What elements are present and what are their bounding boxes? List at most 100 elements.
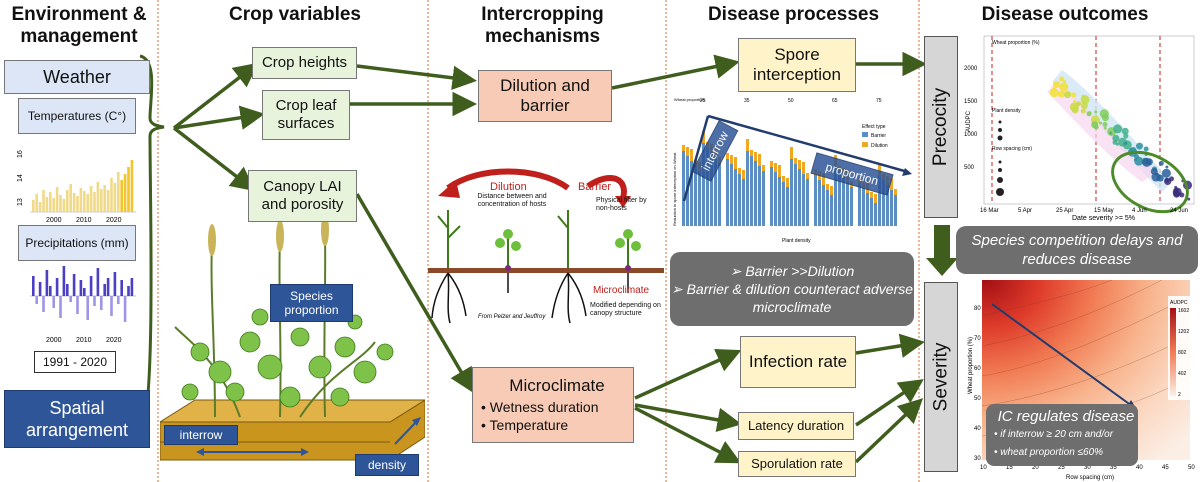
- precip-bar: [96, 268, 100, 296]
- contour-xlabel: Row spacing (cm): [1066, 475, 1114, 481]
- barrier-description: Physical filter by non-hosts: [596, 197, 647, 212]
- header-disease-processes: Disease processes: [707, 4, 880, 25]
- temp-bar: [32, 200, 35, 212]
- arrow-sporulation-severity: [854, 398, 924, 464]
- dilution-small-title: Dilution: [490, 181, 527, 193]
- barrier-bar: [890, 190, 893, 226]
- barrier-bar: [762, 171, 765, 226]
- barrier-bar: [874, 203, 877, 226]
- precip-bar: [127, 286, 130, 296]
- precipitation-title-box: Precipitations (mm): [18, 225, 136, 261]
- temp-bar: [35, 194, 38, 212]
- wheat-ear: [321, 222, 329, 246]
- precip-bar: [69, 296, 72, 302]
- competition-box: Species competition delays and reduces d…: [956, 226, 1198, 274]
- density-box: density: [355, 454, 419, 476]
- scatter-xlabel: Date severity >= 5%: [1072, 215, 1135, 222]
- barrier-bar: [850, 187, 853, 226]
- infection-rate-label: Infection rate: [748, 352, 848, 371]
- temp-bar: [69, 184, 72, 212]
- contour-ytick: 80: [974, 306, 981, 312]
- citation: From Pelzer and Jeuffroy: [478, 314, 546, 320]
- ic-regulates-box: IC regulates disease • if interrow ≥ 20 …: [986, 404, 1138, 466]
- header-disease-outcomes: Disease outcomes: [981, 4, 1149, 25]
- scatter-xtick: 16 Mar: [980, 208, 999, 214]
- scatter-point: [1059, 82, 1069, 92]
- precip-bar: [83, 288, 86, 296]
- arrow-latency-severity: [855, 379, 924, 427]
- temp-bar: [110, 178, 113, 212]
- precocity-label: Precocity: [930, 87, 952, 167]
- precip-bar: [93, 296, 96, 306]
- contour-ytick: 60: [974, 366, 981, 372]
- precipitation-chart: 2000 2010 2020: [30, 266, 136, 344]
- temp-bar: [93, 192, 96, 212]
- barrier-bar: [702, 143, 705, 226]
- crop-leaf-box: Crop leaf surfaces: [262, 90, 350, 140]
- dilution-bar: [806, 173, 809, 179]
- dilution-bar: [790, 147, 793, 159]
- precip-bar: [38, 282, 42, 296]
- temp-xtick: 2000: [46, 217, 62, 224]
- scatter-xtick: 4 Jun: [1132, 208, 1147, 214]
- arrow-to-heights: [172, 62, 259, 130]
- precip-bar: [66, 284, 69, 296]
- scatter-point: [1161, 168, 1171, 178]
- scatter-ytick: 1500: [964, 99, 978, 105]
- separator-3: [665, 0, 667, 482]
- severity-bar: Severity: [924, 282, 958, 472]
- scatter-point: [1086, 111, 1092, 117]
- barrier-bar: [782, 182, 785, 226]
- contour-legend-title: AUDPC: [1170, 300, 1188, 306]
- scatter-point: [1124, 141, 1128, 145]
- temp-bar: [96, 182, 100, 212]
- scatter-point: [1164, 178, 1172, 186]
- contour-legend-tick: 1202: [1178, 329, 1189, 335]
- mechanism-illustration: Dilution Barrier Microclimate From Pelze…: [428, 168, 664, 324]
- precip-bar: [52, 296, 55, 308]
- temp-xtick: 2020: [106, 217, 122, 224]
- bar-group-label: 50: [788, 98, 794, 104]
- density-label: density: [367, 458, 407, 472]
- temp-xtick: 2010: [76, 217, 92, 224]
- dilution-bar: [746, 139, 749, 151]
- dilution-bar: [778, 165, 781, 177]
- scatter-ytick: 1000: [964, 132, 978, 138]
- barrier-bar: [734, 169, 737, 226]
- scatter-point: [1059, 76, 1065, 82]
- dilution-bar: [870, 192, 873, 198]
- dilution-bar: [738, 168, 741, 174]
- species-proportion-box: Species proportion: [270, 284, 353, 322]
- precip-bar: [103, 284, 106, 296]
- scatter-point: [1121, 127, 1129, 135]
- scatter-point: [1071, 92, 1077, 98]
- scatter-point: [1075, 101, 1081, 107]
- separator-1: [157, 0, 159, 482]
- microclimate-description: Modified depending on canopy structure: [590, 302, 661, 317]
- dilution-bar: [826, 184, 829, 190]
- temp-bar: [123, 174, 127, 212]
- dilution-bar: [770, 161, 773, 167]
- temp-bar: [62, 199, 66, 212]
- precip-bar: [117, 296, 120, 304]
- bar-xlabel: Plant density: [782, 238, 811, 244]
- precip-bar: [130, 278, 134, 296]
- scatter-point: [1080, 95, 1090, 105]
- barrier-bar: [822, 185, 825, 226]
- dilution-bar: [830, 186, 833, 195]
- barrier-bar: [894, 195, 897, 226]
- scatter-legend-spacing: Row spacing (cm): [992, 146, 1032, 152]
- contour-xtick: 35: [1110, 465, 1117, 471]
- contour-ytick: 70: [974, 336, 981, 342]
- scatter-point: [1052, 81, 1060, 89]
- barrier-small-title: Barrier: [578, 181, 611, 193]
- scatter-point: [1080, 108, 1086, 114]
- barrier-bar: [690, 161, 693, 226]
- contour-ytick: 30: [974, 456, 981, 462]
- barrier-bar: [802, 174, 805, 226]
- contour-xtick: 25: [1058, 465, 1065, 471]
- barrier-bar: [742, 179, 745, 226]
- temp-bar: [66, 190, 69, 212]
- scatter-point: [1099, 121, 1103, 125]
- temp-bar: [42, 190, 45, 212]
